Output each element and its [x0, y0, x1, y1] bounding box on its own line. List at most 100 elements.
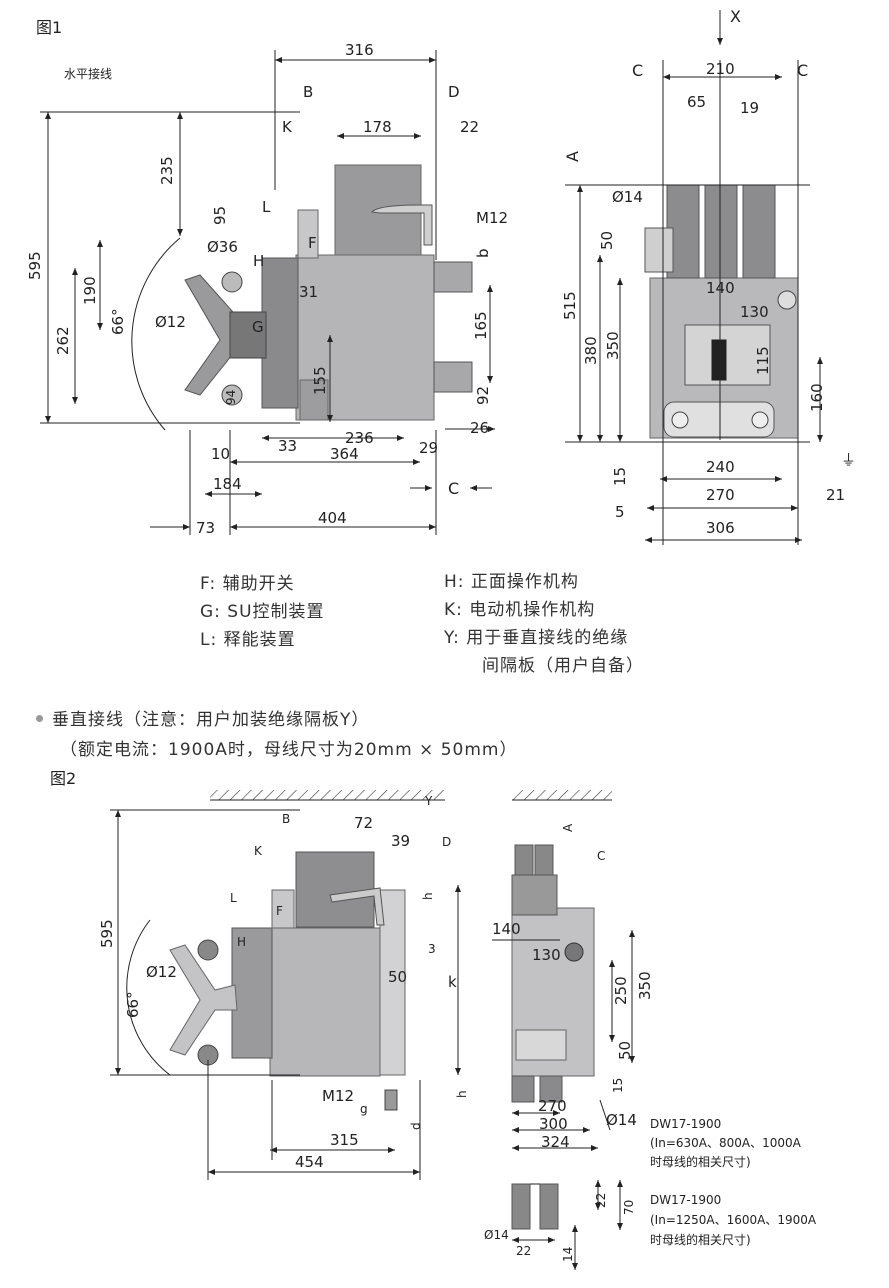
f2-dim-454: 454 [295, 1153, 324, 1171]
fig2-labels: 图2 Y B 72 39 D K 595 L h F H 3 Ø12 50 k … [50, 769, 817, 1262]
detail2-dim-70: 70 [622, 1200, 636, 1215]
fig2-detail2-sketch [511, 1180, 623, 1270]
detail2-line3: 时母线的相关尺寸) [650, 1232, 751, 1247]
legend-item-F: F: 辅助开关 [200, 574, 295, 594]
label-G: G [252, 318, 264, 336]
dim-190: 190 [81, 276, 99, 305]
f2-dim-324: 324 [541, 1133, 570, 1151]
legend-right: H: 正面操作机构 K: 电动机操作机构 Y: 用于垂直接线的绝缘 间隔板（用户… [444, 568, 644, 680]
f2-dim-72: 72 [354, 814, 373, 832]
f2-dim-130: 130 [532, 946, 561, 964]
dim-184: 184 [213, 475, 242, 493]
note-line2: （额定电流：1900A时，母线尺寸为20mm × 50mm） [60, 740, 518, 760]
f2-dim-595: 595 [98, 919, 116, 948]
dim-364: 364 [330, 445, 359, 463]
f2-label-K: K [254, 844, 263, 858]
label-L: L [262, 198, 271, 216]
f2-dim-250: 250 [612, 976, 630, 1005]
f2-dim-phi12: Ø12 [146, 963, 177, 981]
dim-404: 404 [318, 509, 347, 527]
legend-item-Y: Y: 用于垂直接线的绝缘 [444, 628, 629, 648]
f2-label-C: C [597, 849, 605, 863]
f2-dim-39: 39 [391, 832, 410, 850]
fig2-detail1-sketch [599, 1099, 611, 1131]
dim-316: 316 [345, 41, 374, 59]
f2-dim-3: 3 [428, 942, 436, 956]
f2-dim-50: 50 [616, 1041, 634, 1060]
f2-label-M12: M12 [322, 1087, 354, 1105]
note-line1: 垂直接线（注意：用户加装绝缘隔板Y） [52, 710, 370, 730]
dim-50: 50 [598, 231, 616, 250]
dim-380: 380 [582, 336, 600, 365]
fig1-title: 图1 [36, 18, 62, 37]
f2-label-F: F [276, 904, 283, 918]
dim-350: 350 [604, 331, 622, 360]
dim-73: 73 [196, 519, 215, 537]
f2-dim-50: 50 [388, 968, 407, 986]
legend-item-Y-cont: 间隔板（用户自备） [482, 656, 644, 676]
detail1-line2: (In=630A、800A、1000A [650, 1136, 802, 1150]
dim-31: 31 [299, 283, 318, 301]
dim-165: 165 [472, 311, 490, 340]
f2-label-d: d [409, 1122, 423, 1130]
dim-270: 270 [706, 486, 735, 504]
label-B: B [303, 83, 313, 101]
label-C-left: C [632, 61, 643, 80]
dim-92: 92 [474, 386, 492, 405]
f2-dim-350: 350 [636, 971, 654, 1000]
dim-phi36: Ø36 [207, 238, 238, 256]
fig2-title: 图2 [50, 769, 76, 788]
label-D: D [448, 83, 460, 101]
dim-10: 10 [211, 445, 230, 463]
f2-dim-15: 15 [611, 1078, 625, 1093]
f2-label-A: A [561, 823, 575, 832]
dim-140: 140 [706, 279, 735, 297]
f2-label-H: H [237, 935, 246, 949]
f2-label-D: D [442, 835, 451, 849]
dim-94: 94 [224, 390, 238, 405]
fig1-side-view [40, 50, 495, 535]
f2-label-B: B [282, 812, 290, 826]
dim-155: 155 [311, 366, 329, 395]
f2-angle-66: 66° [124, 991, 142, 1018]
dim-26: 26 [470, 419, 489, 437]
detail1-model: DW17-1900 [650, 1117, 721, 1131]
label-K: K [282, 118, 293, 136]
ground-icon: ⏚ [841, 451, 856, 469]
dim-235: 235 [158, 156, 176, 185]
dim-236: 236 [345, 429, 374, 447]
dim-phi12: Ø12 [155, 313, 186, 331]
f2-label-Y: Y [424, 794, 433, 808]
dim-178: 178 [363, 118, 392, 136]
fig1-front-view [565, 10, 823, 545]
dim-5: 5 [615, 503, 625, 521]
label-A: A [563, 151, 582, 162]
dim-130: 130 [740, 303, 769, 321]
dim-29: 29 [419, 439, 438, 457]
f2-label-h1: h [421, 892, 435, 900]
dim-65: 65 [687, 93, 706, 111]
dim-262: 262 [54, 326, 72, 355]
dim-33: 33 [278, 437, 297, 455]
dim-515: 515 [561, 291, 579, 320]
dim-95: 95 [211, 206, 229, 225]
f2-dim-270: 270 [538, 1097, 567, 1115]
dim-595: 595 [26, 251, 44, 280]
label-F: F [308, 234, 317, 252]
dim-22: 22 [460, 118, 479, 136]
dim-phi14: Ø14 [612, 188, 643, 206]
f2-dim-phi14: Ø14 [606, 1111, 637, 1129]
legend-item-G: G: SU控制装置 [200, 602, 325, 622]
legend-left: F: 辅助开关 G: SU控制装置 L: 释能装置 [200, 570, 325, 654]
fig2-front-view [492, 790, 635, 1151]
detail2-line2: (In=1250A、1600A、1900A [650, 1213, 817, 1227]
dim-19: 19 [740, 99, 759, 117]
dim-160: 160 [808, 383, 826, 412]
f2-label-g: g [360, 1102, 368, 1116]
detail1-line3: 时母线的相关尺寸) [650, 1154, 751, 1169]
label-b: b [474, 248, 492, 258]
legend-item-K: K: 电动机操作机构 [444, 600, 596, 620]
fig1-subtitle: 水平接线 [64, 66, 112, 81]
fig1-labels: 图1 水平接线 316 B D 178 22 K 235 595 95 L F … [26, 7, 856, 537]
angle-66: 66° [109, 308, 127, 335]
